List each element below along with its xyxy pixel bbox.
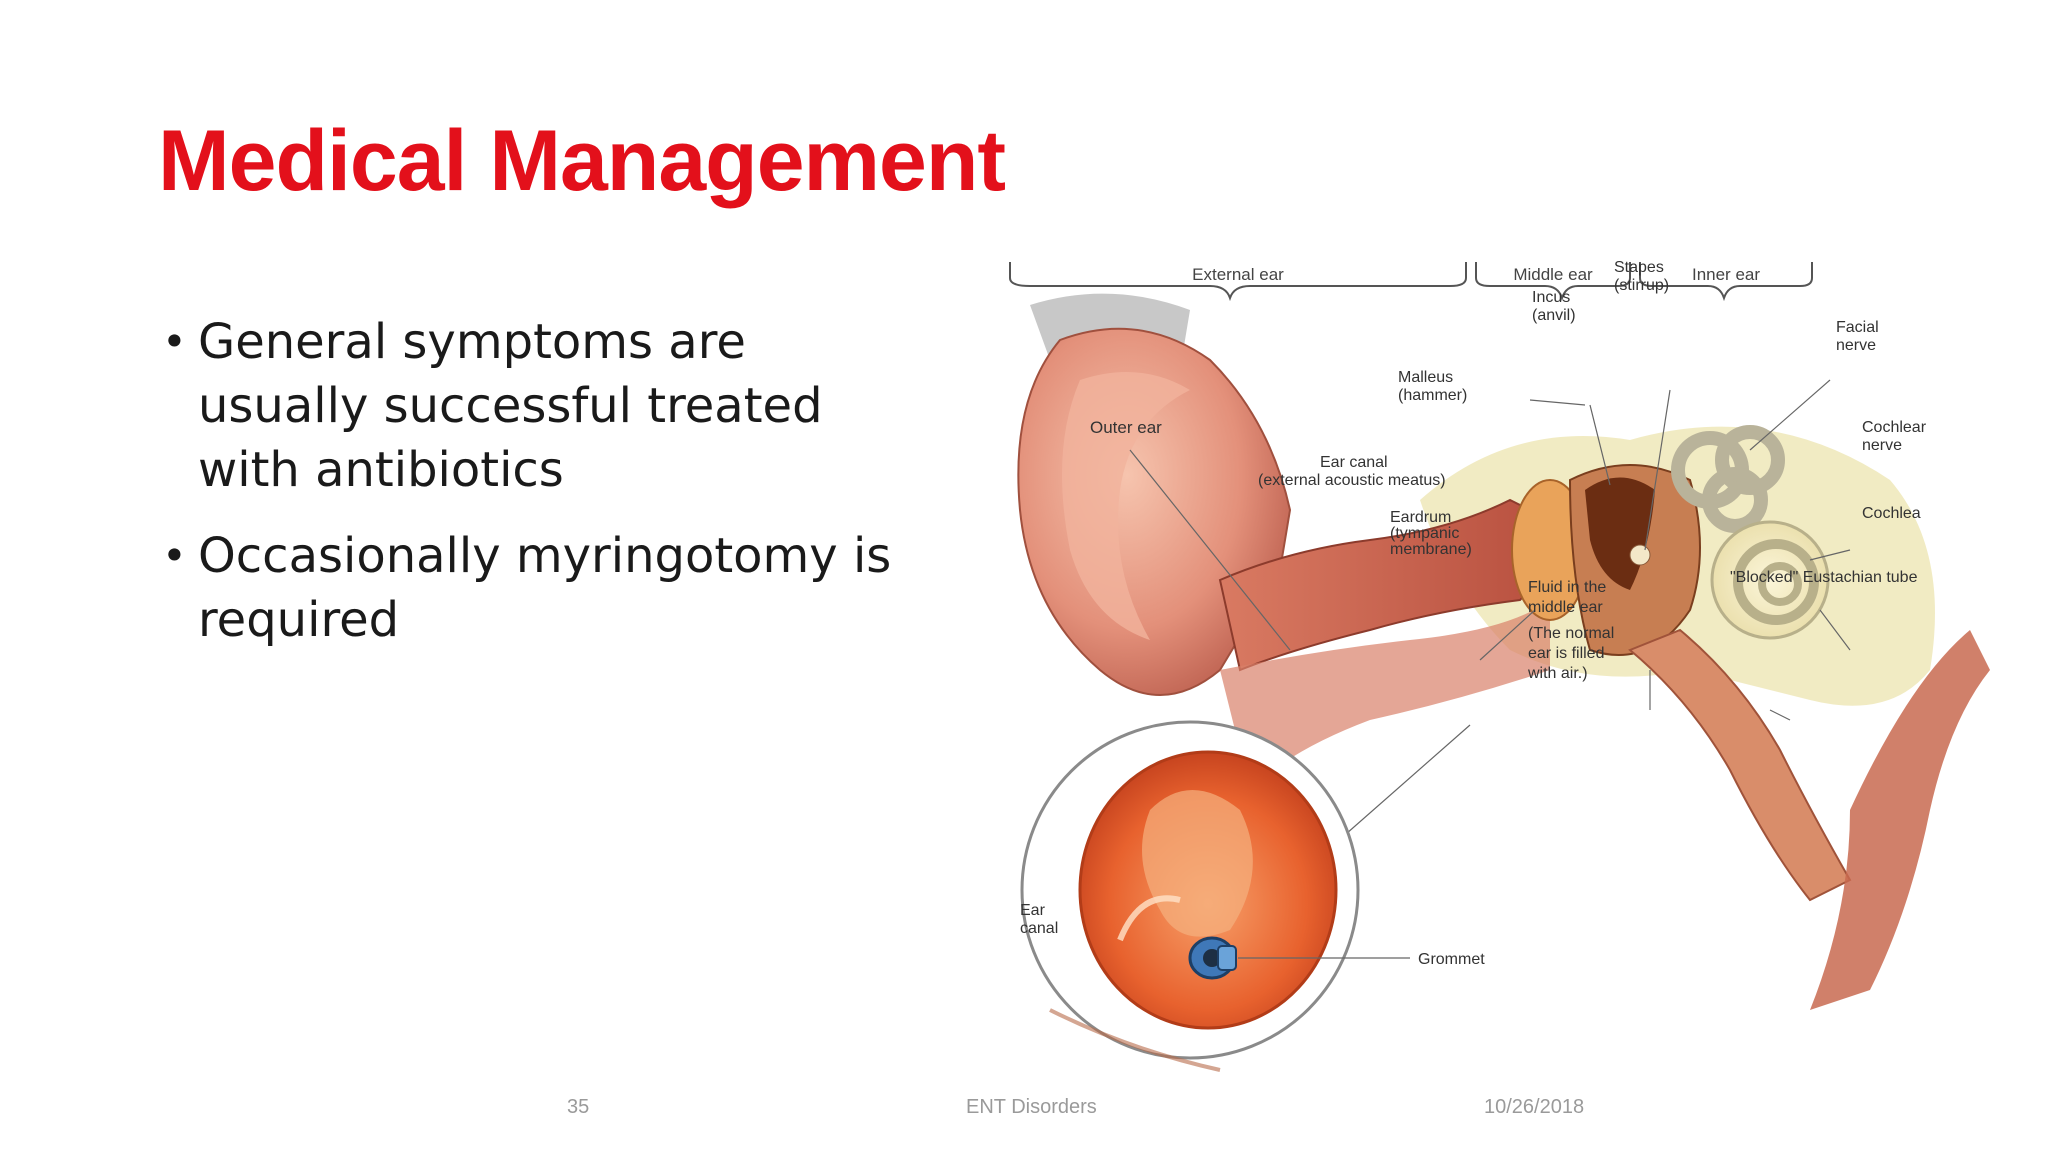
- label-inset-canal: Ear canal: [1020, 902, 1058, 937]
- grommet-icon: [1188, 936, 1237, 980]
- label-facial-nerve-line1: Facial: [1836, 319, 1879, 336]
- label-stapes-line1: Stapes: [1614, 259, 1664, 276]
- pinna-fold-shape: [1062, 372, 1190, 640]
- label-fluid-line4: ear is filled: [1528, 645, 1604, 662]
- section-braces: [1009, 262, 1813, 302]
- label-outer-ear: Outer ear: [1090, 418, 1162, 437]
- label-stapes-line2: (stirrup): [1614, 277, 1669, 294]
- label-cochlear-nerve-line2: nerve: [1862, 437, 1902, 454]
- leader-lines: [1129, 379, 1851, 871]
- label-stapes: Stapes (stirrup): [1614, 259, 1669, 294]
- label-incus-line1: Incus: [1532, 289, 1570, 306]
- label-fluid-line2: middle ear: [1528, 599, 1603, 616]
- label-malleus-line2: (hammer): [1398, 387, 1467, 404]
- label-incus-line2: (anvil): [1532, 307, 1576, 324]
- bullet-text: Occasionally myringotomy is required: [198, 528, 892, 648]
- bullet-item: • Occasionally myringotomy is required: [158, 524, 918, 652]
- throat-wall-shape: [1810, 630, 1990, 1010]
- slide-title: Medical Management: [158, 113, 1006, 209]
- label-inset-canal-line1: Ear: [1020, 902, 1046, 919]
- label-malleus: Malleus (hammer): [1398, 369, 1467, 404]
- footer-page-number: 35: [567, 1096, 590, 1118]
- section-label-middle: Middle ear: [1513, 265, 1593, 284]
- label-malleus-line1: Malleus: [1398, 369, 1453, 386]
- bullet-dot-icon: •: [162, 531, 187, 580]
- bullet-list: • General symptoms are usually successfu…: [158, 310, 918, 674]
- label-eustachian-tube: "Blocked" Eustachian tube: [1730, 569, 1918, 586]
- bullet-dot-icon: •: [162, 317, 187, 366]
- label-cochlear-nerve: Cochlear nerve: [1862, 419, 1930, 454]
- label-fluid-line5: with air.): [1527, 665, 1588, 682]
- section-label-inner: Inner ear: [1692, 265, 1760, 284]
- bullet-item: • General symptoms are usually successfu…: [158, 310, 918, 502]
- skin-lower-shape: [1220, 600, 1550, 790]
- footer-date: 10/26/2018: [1484, 1096, 1585, 1118]
- bullet-text: General symptoms are usually successful …: [198, 314, 823, 498]
- label-ear-canal: Ear canal (external acoustic meatus): [1258, 454, 1446, 489]
- semicircular-canals: [1671, 425, 1785, 533]
- label-cochlea: Cochlea: [1862, 505, 1921, 522]
- label-fluid: Fluid in the middle ear (The normal ear …: [1527, 579, 1619, 682]
- label-inset-canal-line2: canal: [1020, 920, 1058, 937]
- footer-center-text: ENT Disorders: [966, 1096, 1097, 1118]
- ear-anatomy-diagram: External ear Middle ear Inner ear: [1009, 259, 1990, 1072]
- label-ear-canal-line1: Ear canal: [1320, 454, 1388, 471]
- label-facial-nerve-line2: nerve: [1836, 337, 1876, 354]
- label-eardrum-line2: (tympanic: [1390, 525, 1459, 542]
- inset-magnifier: [1020, 720, 1360, 1072]
- label-fluid-line1: Fluid in the: [1528, 579, 1606, 596]
- stapes-shape: [1629, 544, 1651, 566]
- label-ear-canal-line2: (external acoustic meatus): [1258, 472, 1446, 489]
- label-eardrum-line1: Eardrum: [1390, 509, 1451, 526]
- label-facial-nerve: Facial nerve: [1836, 319, 1883, 354]
- section-label-external: External ear: [1192, 265, 1284, 284]
- label-grommet: Grommet: [1418, 951, 1485, 968]
- label-incus: Incus (anvil): [1532, 289, 1576, 324]
- label-fluid-line3: (The normal: [1528, 625, 1614, 642]
- label-eardrum-line3: membrane): [1390, 541, 1472, 558]
- cochlea-shape: [1710, 520, 1830, 640]
- label-eardrum: Eardrum (tympanic membrane): [1390, 509, 1472, 558]
- label-cochlear-nerve-line1: Cochlear: [1862, 419, 1927, 436]
